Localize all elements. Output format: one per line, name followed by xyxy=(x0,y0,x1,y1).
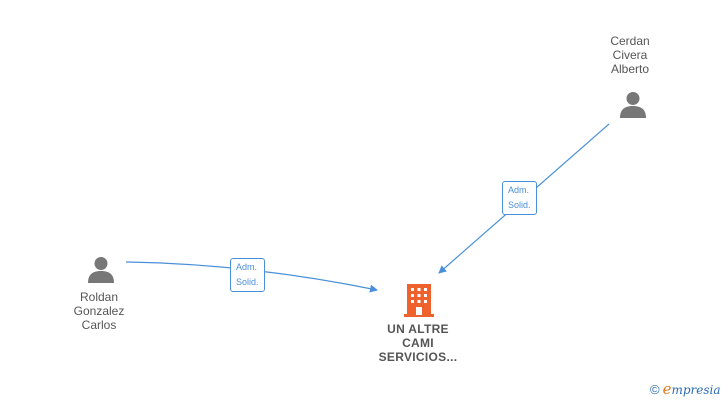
edge-label-cerdan: Adm. Solid. xyxy=(502,181,537,215)
logo-initial: e xyxy=(662,380,672,398)
copyright-symbol: © xyxy=(650,382,660,397)
building-icon[interactable] xyxy=(404,283,434,317)
person-icon[interactable] xyxy=(86,255,116,283)
company-label[interactable]: UN ALTRE CAMI SERVICIOS... xyxy=(378,322,458,364)
edge-label-roldan: Adm. Solid. xyxy=(230,258,265,292)
person-icon[interactable] xyxy=(618,90,648,118)
person-cerdan-label[interactable]: Cerdan Civera Alberto xyxy=(610,34,650,76)
logo-wordmark: mpresia xyxy=(671,383,721,397)
empresia-logo: ©empresia xyxy=(650,380,721,398)
person-roldan-label[interactable]: Roldan Gonzalez Carlos xyxy=(73,290,125,332)
